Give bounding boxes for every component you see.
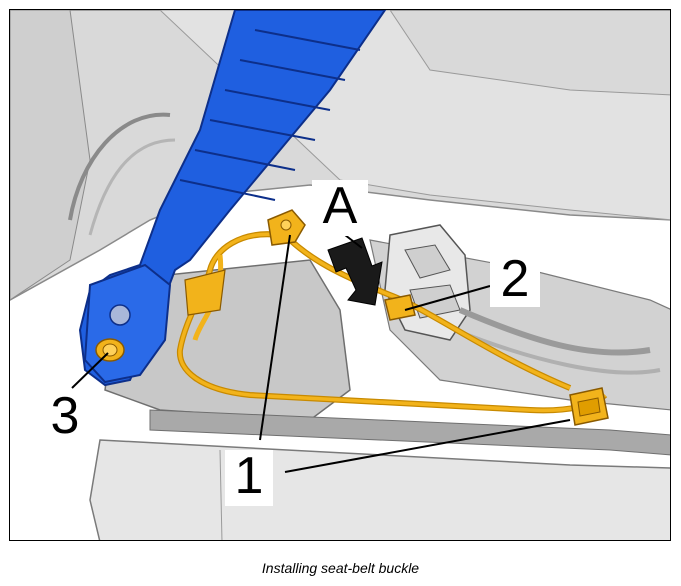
arrow-leader-a — [344, 234, 363, 249]
harness-clip-upper — [267, 209, 306, 246]
connector-latch-2 — [384, 294, 416, 321]
grey-cables-2 — [454, 328, 661, 375]
direction-arrow — [327, 237, 383, 306]
wiring-harness — [176, 231, 608, 414]
callout-a: A — [312, 180, 368, 236]
callout-3: 3 — [43, 390, 87, 444]
grey-cables — [458, 307, 651, 356]
callout-1: 1 — [225, 450, 273, 506]
rail-track — [149, 409, 670, 456]
harness-clip-lower — [569, 387, 609, 426]
leader-line-3 — [71, 352, 109, 389]
leader-line-1a — [259, 234, 291, 441]
wire-loop-left — [68, 112, 171, 221]
illustration-frame: A 1 2 3 — [9, 9, 671, 541]
leader-line-2 — [404, 285, 491, 311]
leader-line-1b — [284, 419, 571, 473]
seat-side-panel — [10, 10, 91, 301]
buckle-ribs — [179, 29, 361, 201]
seat-rail-seam — [219, 449, 223, 540]
bolt-3 — [95, 338, 125, 362]
figure-caption: Installing seat-belt buckle — [261, 560, 420, 576]
wire-loop-left-inner — [88, 138, 176, 236]
callout-2: 2 — [490, 253, 540, 307]
seat-belt-illustration — [10, 10, 670, 540]
buckle-bolt-hole — [109, 304, 131, 326]
